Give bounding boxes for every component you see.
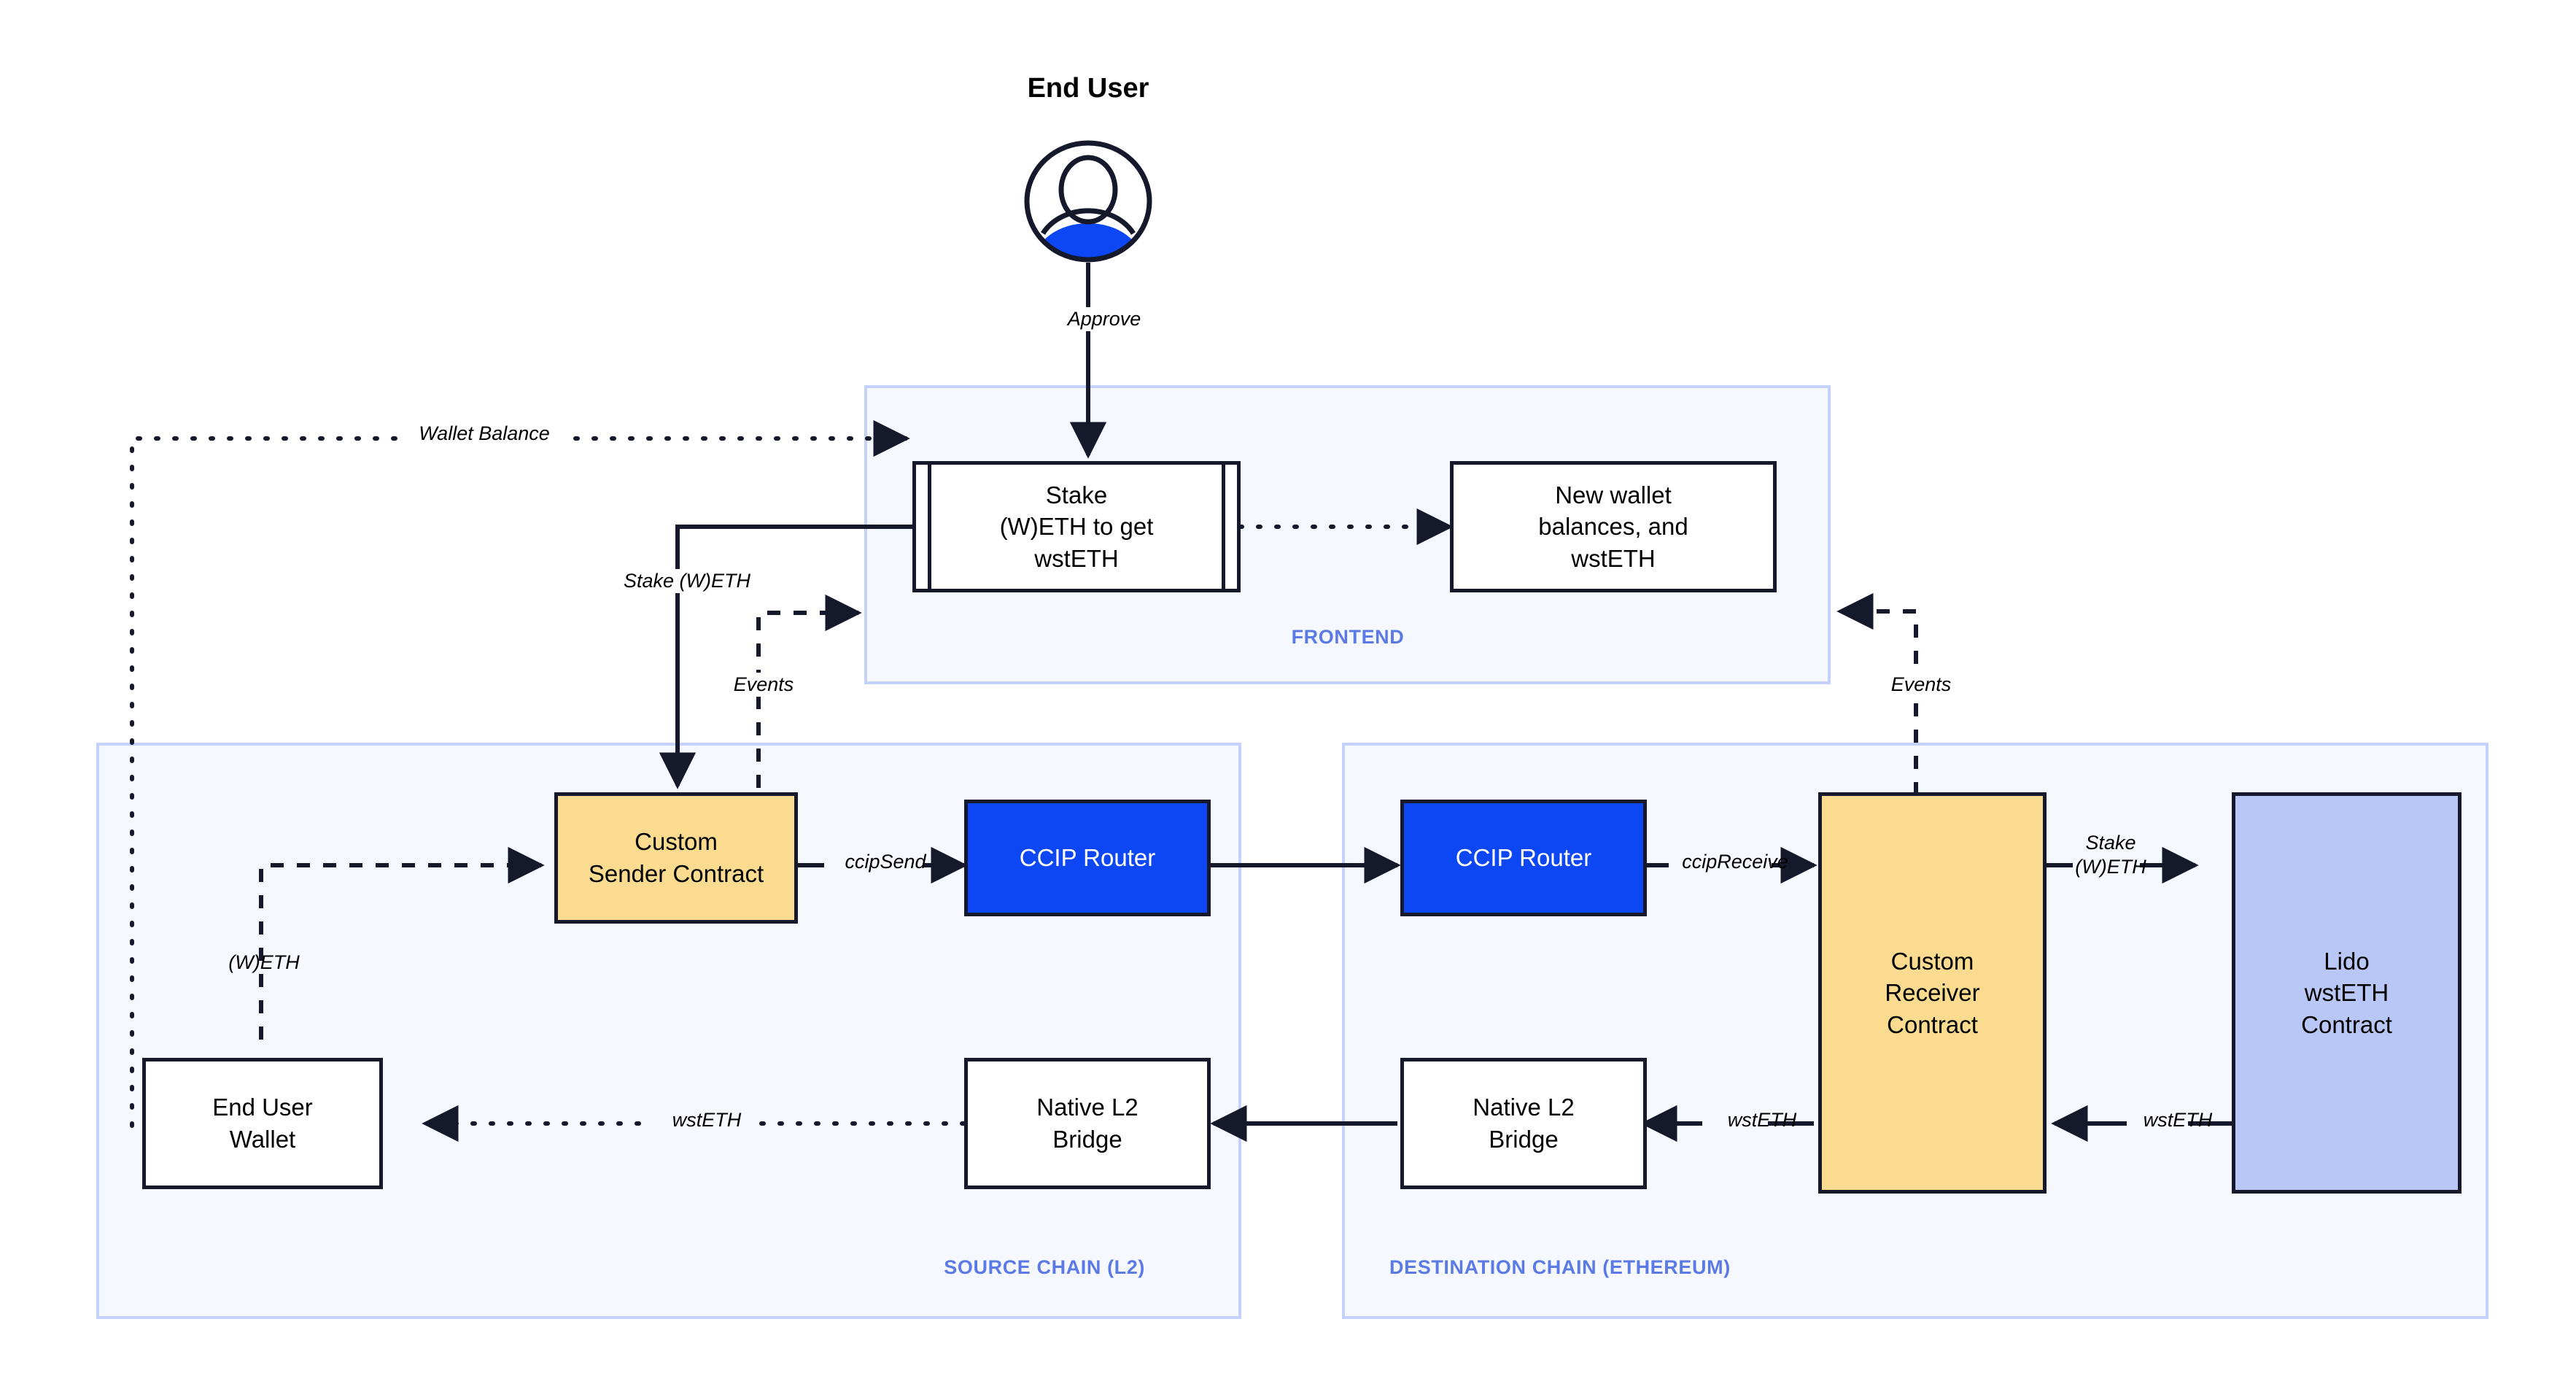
node-end-user-wallet[interactable]: End User Wallet <box>142 1058 383 1189</box>
group-label-destination-chain: DESTINATION CHAIN (ETHEREUM) <box>1389 1256 1731 1278</box>
node-stake-form[interactable]: Stake (W)ETH to get wstETH <box>912 461 1241 592</box>
edge-label-wsteth-wallet: wstETH <box>672 1109 742 1131</box>
edge-label-events-destination: Events <box>1856 673 1986 697</box>
edge-label-wsteth-lido: wstETH <box>2143 1109 2213 1131</box>
actor-label: End User <box>1027 73 1149 104</box>
node-native-l2-bridge-destination[interactable]: Native L2 Bridge <box>1400 1058 1647 1189</box>
node-custom-receiver-contract[interactable]: Custom Receiver Contract <box>1818 792 2047 1194</box>
node-new-wallet-balances[interactable]: New wallet balances, and wstETH <box>1450 461 1777 592</box>
edge-label-events-source: Events <box>699 673 829 697</box>
node-ccip-router-destination[interactable]: CCIP Router <box>1400 800 1647 916</box>
edge-label-ccipreceive: ccipReceive <box>1682 851 1788 873</box>
node-custom-sender-contract[interactable]: Custom Sender Contract <box>554 792 798 924</box>
edge-label-wallet-balance: Wallet Balance <box>397 422 571 446</box>
node-ccip-router-source[interactable]: CCIP Router <box>964 800 1211 916</box>
edge-label-approve: Approve <box>1036 307 1173 331</box>
node-lido-wsteth-contract[interactable]: Lido wstETH Contract <box>2232 792 2461 1194</box>
edge-label-weth: (W)ETH <box>228 951 300 973</box>
edge-label-stake-weth-destination: Stake (W)ETH <box>2075 832 2146 878</box>
edge-label-ccipsend: ccipSend <box>845 851 926 873</box>
group-label-source-chain: SOURCE CHAIN (L2) <box>944 1256 1145 1278</box>
edge-label-stake-weth: Stake (W)ETH <box>600 569 774 593</box>
edge-label-wsteth-bridge: wstETH <box>1727 1109 1797 1131</box>
group-label-frontend: FRONTEND <box>1291 626 1405 648</box>
node-native-l2-bridge-source[interactable]: Native L2 Bridge <box>964 1058 1211 1189</box>
user-avatar-icon <box>1015 139 1161 264</box>
